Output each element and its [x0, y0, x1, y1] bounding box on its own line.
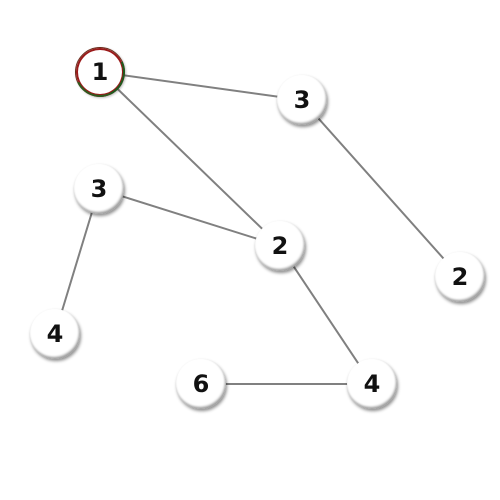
node-7-label: 6 — [192, 370, 210, 398]
node-4[interactable]: 2 — [255, 221, 305, 271]
node-7[interactable]: 6 — [176, 359, 226, 409]
edge-n2-n5 — [301, 99, 461, 278]
node-1-label: 1 — [91, 58, 109, 86]
node-6[interactable]: 4 — [30, 309, 80, 359]
node-2[interactable]: 3 — [277, 75, 327, 125]
node-6-label: 4 — [46, 320, 64, 348]
edge-n1-n4 — [99, 71, 281, 247]
edge-n4-n8 — [279, 245, 373, 385]
node-5-label: 2 — [451, 263, 469, 291]
edge-n1-n2 — [99, 71, 303, 101]
node-1[interactable]: 1 — [75, 47, 125, 97]
node-2-label: 3 — [293, 86, 311, 114]
node-8[interactable]: 4 — [347, 359, 397, 409]
node-4-label: 2 — [271, 232, 289, 260]
node-3-label: 3 — [90, 175, 108, 203]
node-8-label: 4 — [363, 370, 381, 398]
edge-n3-n4 — [98, 188, 281, 247]
node-5[interactable]: 2 — [435, 252, 485, 302]
node-3[interactable]: 3 — [74, 164, 124, 214]
